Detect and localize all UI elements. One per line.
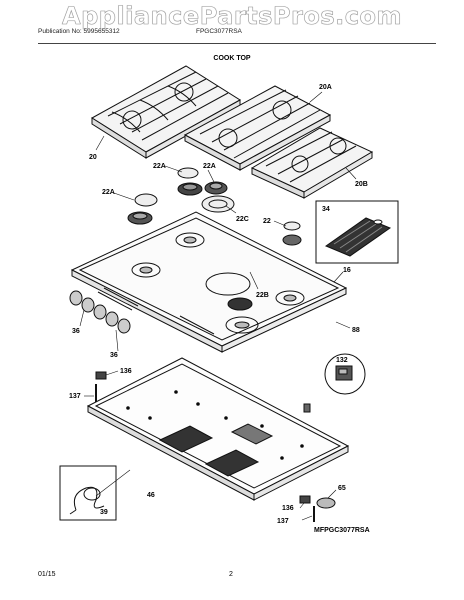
- diagram-id: MFPGC3077RSA: [314, 527, 370, 534]
- burner-cap-22[interactable]: [282, 221, 302, 246]
- label-22c: 22C: [236, 216, 249, 223]
- label-22a-left: 22A: [102, 189, 115, 196]
- part-136-137-left[interactable]: [95, 371, 107, 402]
- label-39: 39: [100, 509, 108, 516]
- label-22b: 22B: [256, 292, 269, 299]
- label-137-upper: 137: [69, 393, 81, 400]
- part-bracket: [303, 403, 311, 413]
- burner-cap-22a-right[interactable]: [204, 181, 228, 195]
- grate-small[interactable]: [250, 127, 374, 199]
- label-20b: 20B: [355, 181, 368, 188]
- label-65: 65: [338, 485, 346, 492]
- footer-date: 01/15: [38, 571, 56, 578]
- label-36-upper: 36: [72, 328, 80, 335]
- label-136-upper: 136: [120, 368, 132, 375]
- footer-page-number: 2: [229, 571, 233, 578]
- label-46: 46: [147, 492, 155, 499]
- cooktop-surface[interactable]: [70, 211, 348, 353]
- grate-left[interactable]: [91, 65, 241, 159]
- label-132: 132: [336, 357, 348, 364]
- label-137-lower: 137: [277, 518, 289, 525]
- label-16: 16: [343, 267, 351, 274]
- burner-cap-22a-center[interactable]: [177, 167, 203, 196]
- wire-harness-box[interactable]: [59, 465, 117, 521]
- part-132-igniter-module[interactable]: [324, 353, 366, 395]
- section-title: COOK TOP: [213, 55, 251, 62]
- label-88: 88: [352, 327, 360, 334]
- label-22a-right: 22A: [203, 163, 216, 170]
- model-number: FPGC3077RSA: [196, 28, 242, 35]
- watermark: AppliancePartsPros.com: [62, 2, 402, 31]
- griddle-box[interactable]: [315, 200, 399, 264]
- label-136-lower: 136: [282, 505, 294, 512]
- burner-cap-22a-left[interactable]: [127, 193, 158, 225]
- label-22a-center: 22A: [153, 163, 166, 170]
- part-136-137-right[interactable]: [299, 495, 336, 522]
- grate-right[interactable]: [183, 85, 332, 171]
- label-34: 34: [322, 206, 330, 213]
- label-20: 20: [89, 154, 97, 161]
- label-36-lower: 36: [110, 352, 118, 359]
- label-20a: 20A: [319, 84, 332, 91]
- control-knobs[interactable]: [69, 290, 131, 334]
- label-22: 22: [263, 218, 271, 225]
- header-rule: [38, 43, 436, 44]
- burner-box[interactable]: [86, 357, 350, 501]
- burner-cap-22c[interactable]: [201, 195, 235, 213]
- publication-number: Publication No: 5995655312: [38, 28, 120, 35]
